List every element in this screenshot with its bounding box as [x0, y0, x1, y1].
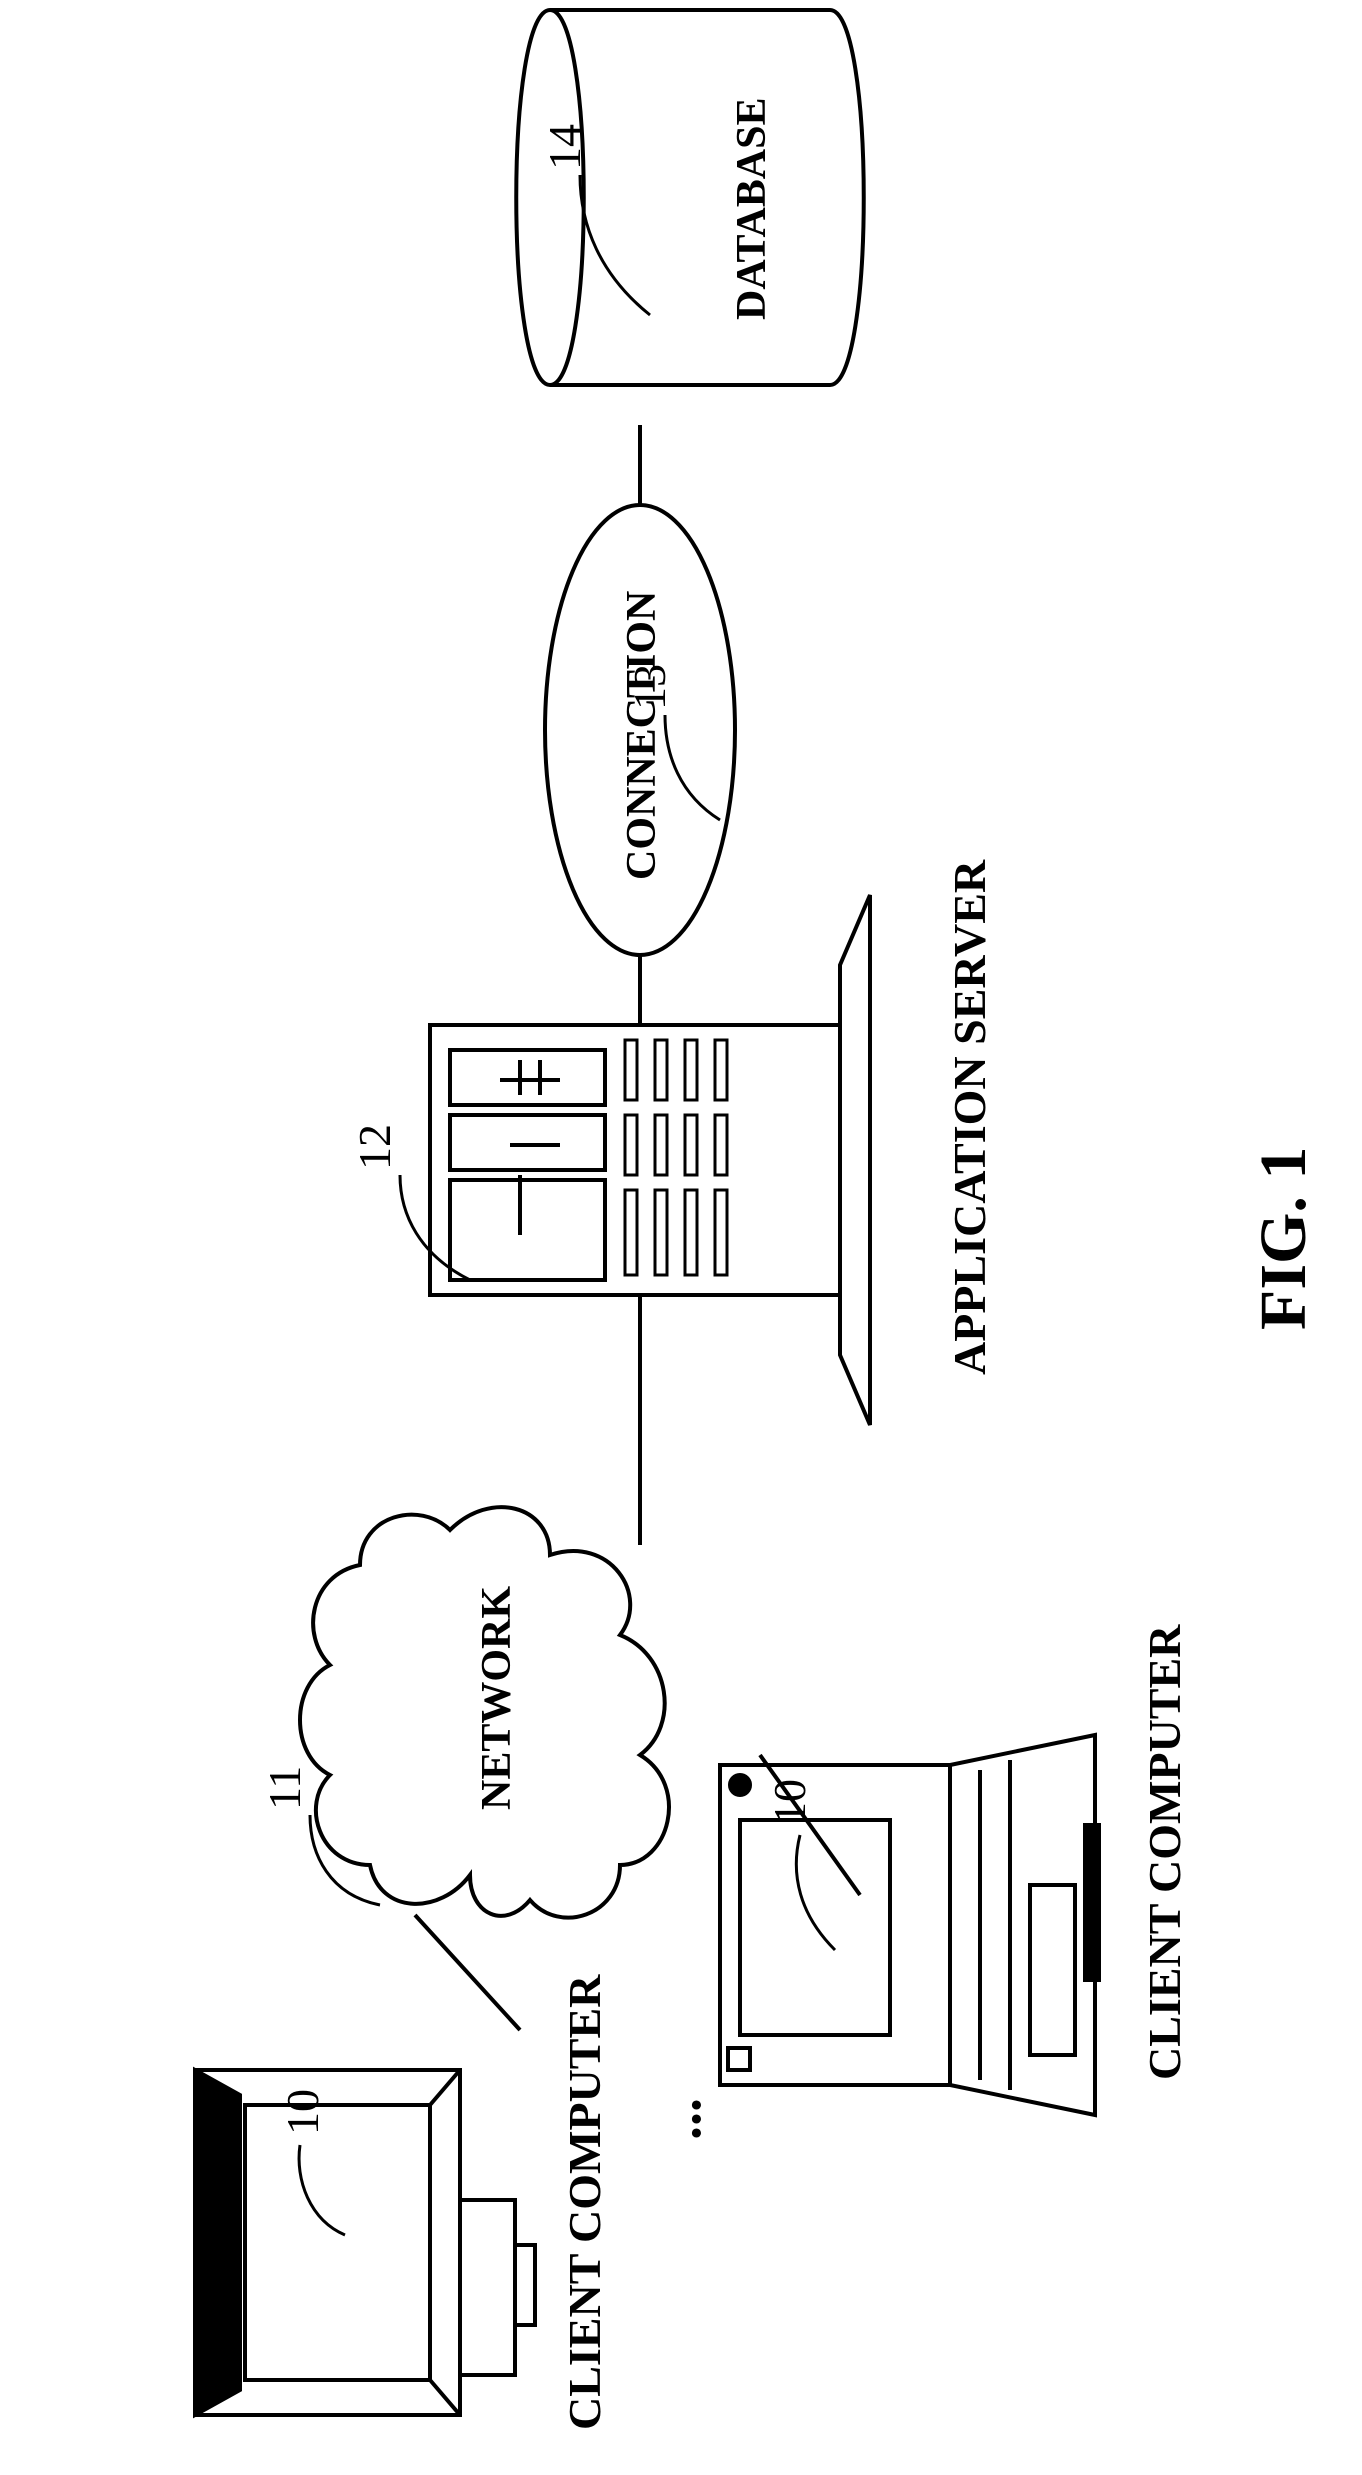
ellipsis-more-clients: ... [651, 2098, 713, 2140]
ref-database: 14 [539, 124, 590, 170]
ref-client-desktop: 10 [277, 2089, 328, 2135]
ref-app-server: 12 [349, 1124, 400, 1170]
label-connection: CONNECTION [619, 591, 665, 880]
figure-caption: FIG. 1 [1247, 1147, 1320, 1330]
label-database: DATABASE [729, 98, 775, 321]
reference-leaders [299, 175, 835, 2235]
application-server-icon [430, 895, 870, 1425]
label-network: NETWORK [474, 1586, 520, 1810]
client-desktop-icon [195, 2070, 535, 2415]
database-cylinder-icon [516, 10, 864, 385]
line-desktop-network [415, 1915, 520, 2030]
ref-client-laptop: 10 [764, 1779, 815, 1825]
ref-network: 11 [259, 1766, 310, 1810]
label-app-server: APPLICATION SERVER [944, 859, 995, 1375]
label-client-desktop: CLIENT COMPUTER [559, 1974, 610, 2430]
label-client-laptop: CLIENT COMPUTER [1139, 1624, 1190, 2080]
